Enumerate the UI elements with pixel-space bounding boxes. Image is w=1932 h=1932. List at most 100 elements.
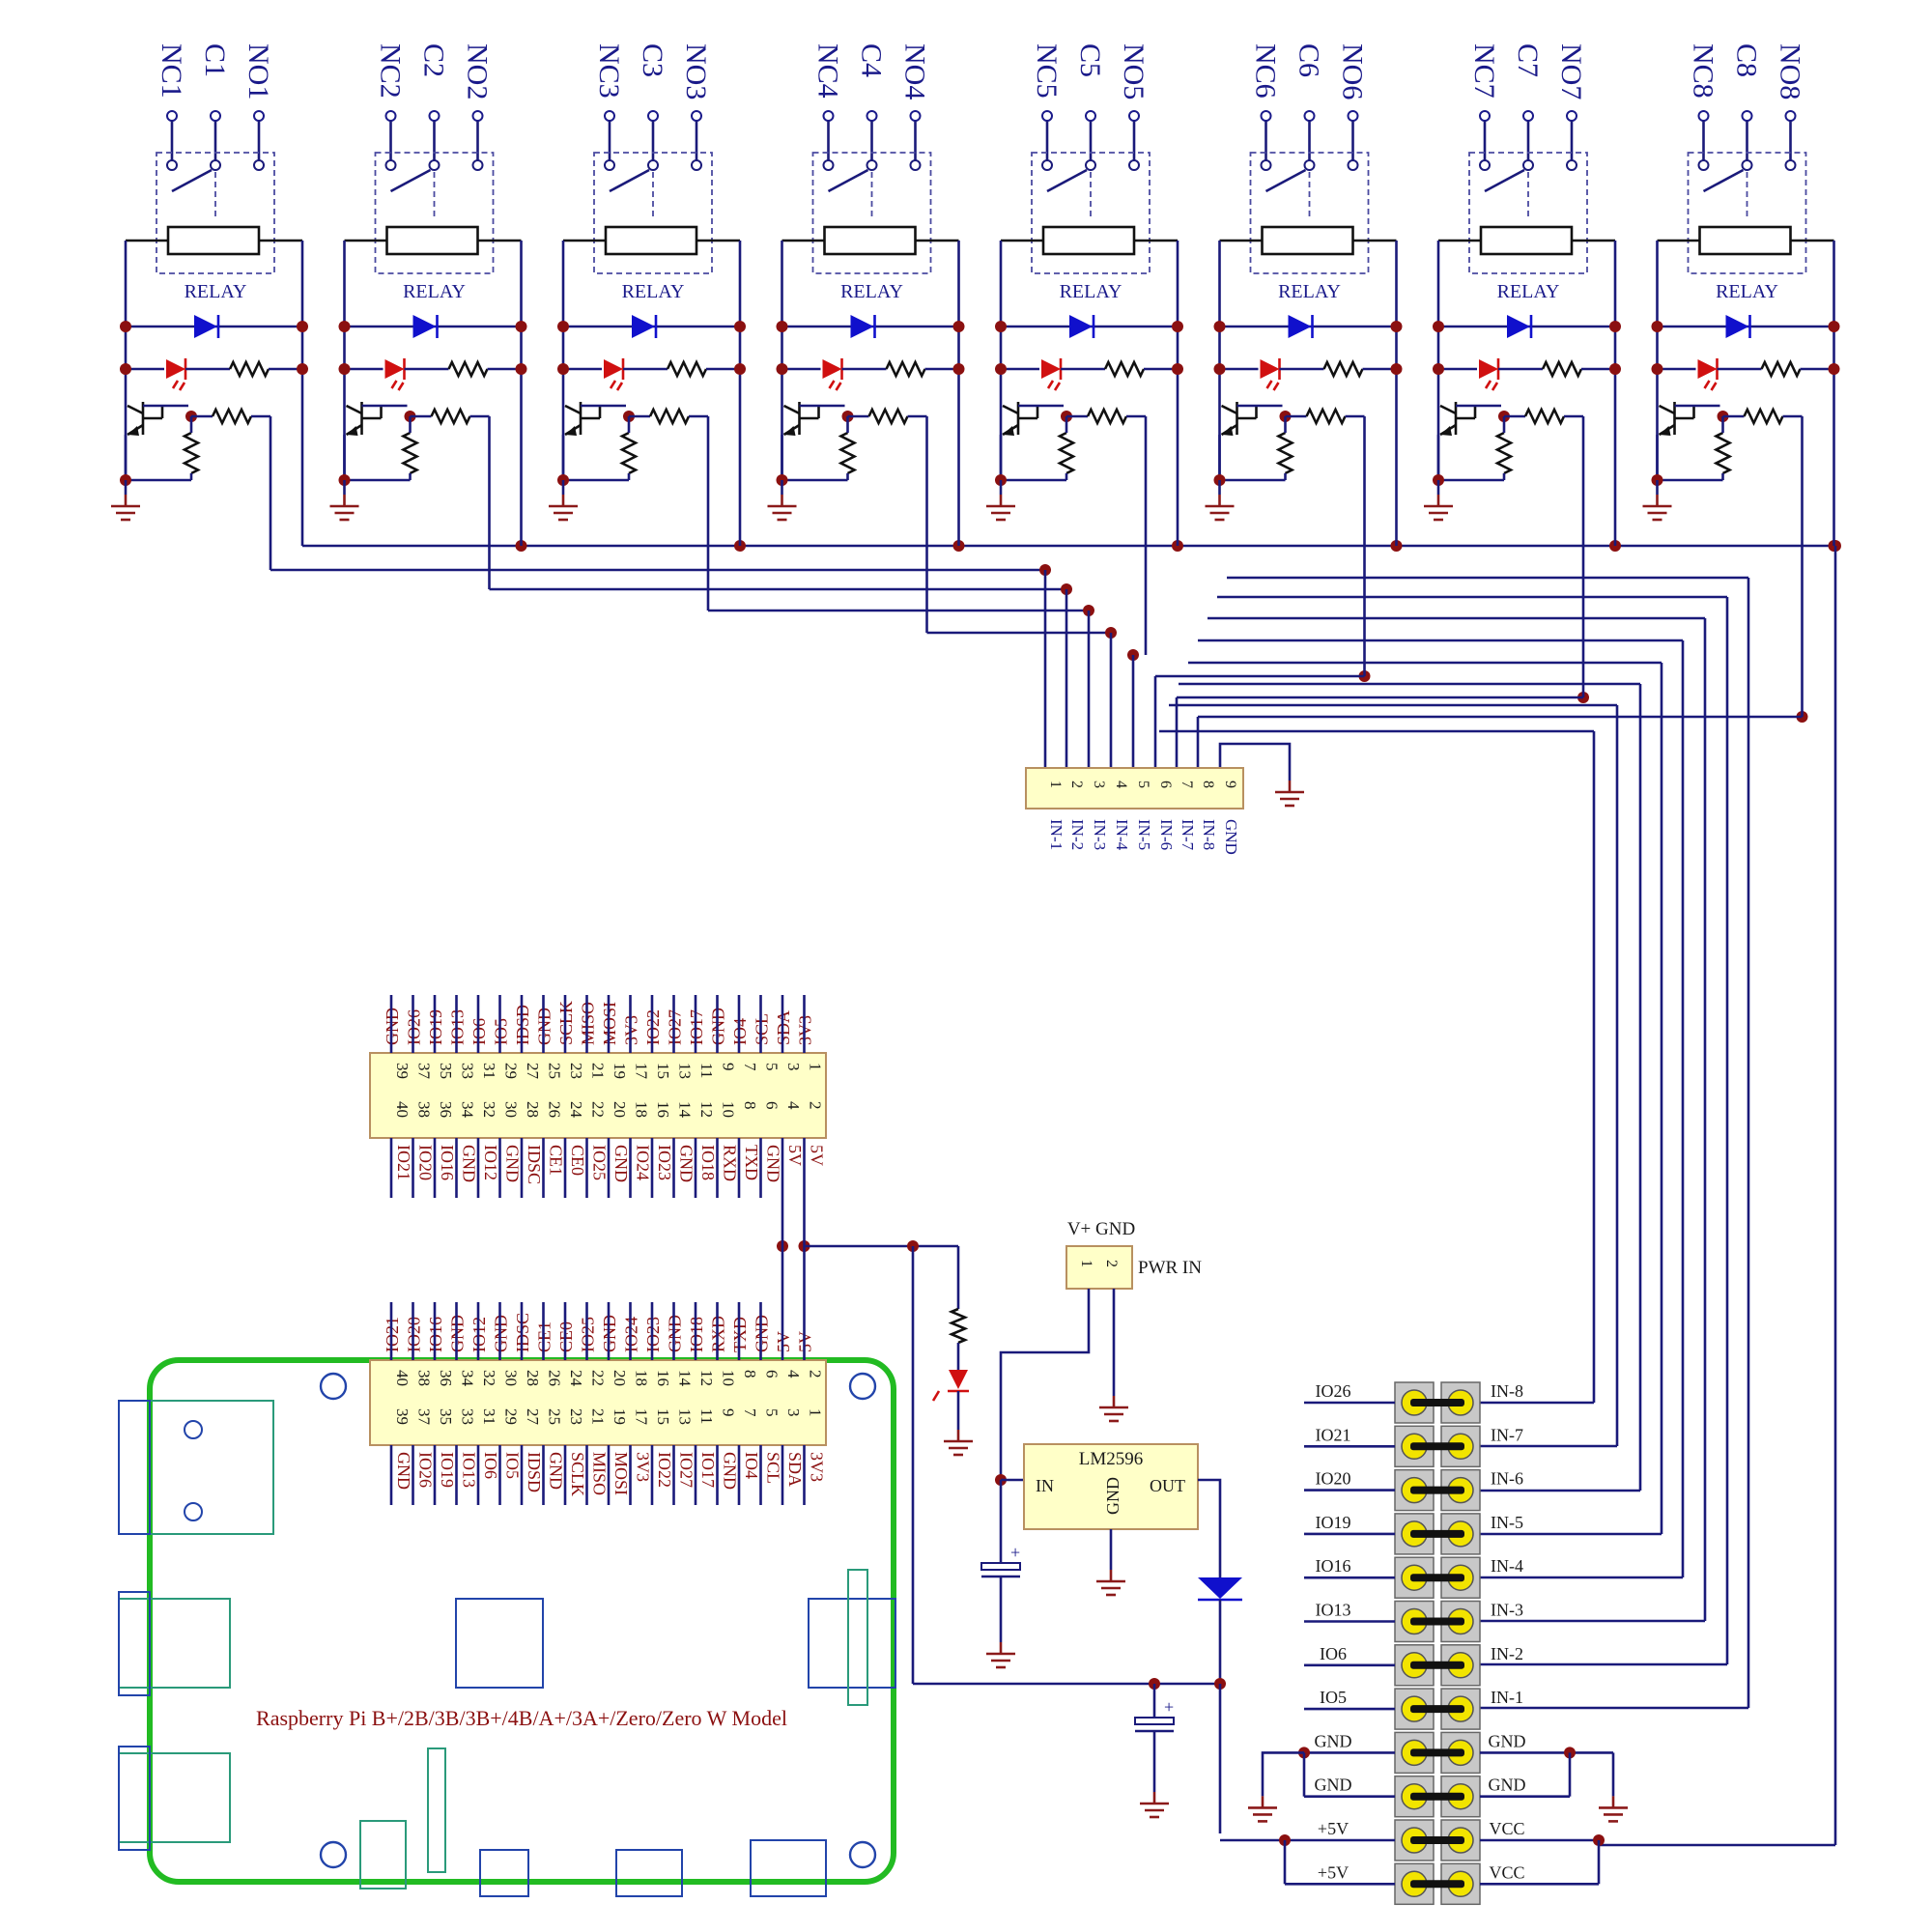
usb-port-side	[118, 1591, 151, 1696]
gpio-pin-number: 7	[741, 1063, 759, 1071]
junction-dot	[1651, 363, 1663, 375]
resistor-icon	[1322, 358, 1364, 380]
resistor-icon	[211, 406, 253, 427]
gpio-header-body	[369, 1052, 827, 1139]
resistor-icon	[885, 358, 926, 380]
led-ray	[1272, 382, 1280, 391]
contact-icon	[253, 159, 265, 171]
relay-no-label: NO7	[1555, 43, 1587, 99]
capacitor-polarity: +	[1010, 1543, 1020, 1562]
junction-dot	[776, 363, 788, 375]
jumper-left-label: GND	[1315, 1776, 1352, 1795]
resistor-icon	[1494, 431, 1514, 475]
input-pin-label: IN-7	[1179, 819, 1197, 851]
wires	[270, 540, 1841, 1847]
terminal-icon	[1128, 110, 1140, 122]
gpio-pin-number: 24	[567, 1370, 585, 1387]
resistor-icon	[1057, 431, 1076, 475]
input-pin-label: IN-8	[1200, 819, 1218, 850]
terminal-icon	[253, 110, 265, 122]
gpio-pin-number: 15	[654, 1408, 672, 1425]
gpio-pin-number: 17	[633, 1063, 651, 1080]
input-header-body	[1025, 767, 1244, 810]
hdmi-port	[479, 1849, 529, 1897]
gpio-pin-number: 27	[524, 1063, 542, 1080]
gpio-label: 3V3	[634, 1452, 653, 1482]
regulator-pin-gnd: GND	[1103, 1477, 1122, 1515]
terminal-icon	[691, 110, 702, 122]
power-in-top-label: V+ GND	[1067, 1219, 1135, 1239]
led-ray	[609, 380, 617, 389]
led-ray	[1710, 382, 1718, 391]
gpio-label: GND	[721, 1452, 740, 1490]
led-ray	[390, 380, 398, 389]
gpio-pin-number: 9	[720, 1063, 738, 1071]
relay-label: RELAY	[1716, 281, 1778, 302]
gpio-label: IO18	[698, 1145, 718, 1180]
relay-no-label: NO5	[1118, 43, 1150, 99]
led-icon	[166, 359, 185, 379]
gpio-pin-number: 18	[633, 1370, 651, 1386]
gpio-label: IO27	[677, 1452, 696, 1488]
junction-dot	[952, 321, 965, 332]
ground-icon	[1099, 1396, 1128, 1423]
relay-nc-label: NC5	[1031, 43, 1063, 99]
gpio-label: GND	[764, 1145, 783, 1182]
gpio-pin-number: 3	[784, 1063, 803, 1071]
gpio-pin-number: 27	[524, 1408, 542, 1426]
jumper-right-label: VCC	[1489, 1819, 1524, 1838]
regulator-pin-in: IN	[1036, 1476, 1054, 1495]
contact-icon	[471, 159, 484, 171]
terminal-icon	[166, 110, 178, 122]
transistor-arrow	[128, 426, 139, 436]
jumper-right-label: IN-4	[1491, 1556, 1523, 1576]
input-header: 1IN-12IN-23IN-34IN-45IN-56IN-67IN-78IN-8…	[1025, 767, 1244, 855]
transistor-collector	[1002, 404, 1019, 415]
ground-icon	[1140, 1792, 1169, 1819]
jumper-left-label: IO16	[1316, 1556, 1351, 1576]
gpio-pin-number: 28	[524, 1101, 542, 1118]
gpio-pin-number: 7	[741, 1408, 759, 1417]
input-pin-number: 3	[1091, 781, 1107, 788]
jumper-right-label: IN-2	[1491, 1644, 1523, 1663]
ethernet-port-side	[118, 1400, 151, 1535]
gpio-pin-number: 8	[741, 1370, 759, 1378]
gpio-pin-number: 37	[415, 1063, 434, 1080]
resistor-icon	[1305, 406, 1347, 427]
junction-dot	[557, 321, 569, 332]
contact-icon	[1479, 159, 1491, 171]
capacitor-plate	[980, 1562, 1021, 1571]
relay-label: RELAY	[1278, 281, 1341, 302]
relay-label: RELAY	[185, 281, 247, 302]
relay-label: RELAY	[622, 281, 685, 302]
gpio-pin-number: 14	[676, 1370, 695, 1387]
relay-label: RELAY	[1497, 281, 1560, 302]
led-ray	[178, 382, 186, 391]
gpio-label: IO23	[655, 1145, 674, 1180]
contact-icon	[210, 159, 221, 171]
transistor-collector	[1220, 404, 1238, 415]
gpio-pin-number: 34	[459, 1101, 477, 1119]
junction-dot	[1828, 363, 1840, 375]
junction-dot	[776, 321, 788, 332]
led-ray	[1703, 380, 1711, 389]
usb-c-port	[615, 1849, 683, 1897]
capacitor-plate	[1134, 1717, 1175, 1725]
gpio-label: IO21	[394, 1145, 413, 1180]
contact-icon	[1260, 159, 1272, 171]
junction-dot	[1609, 363, 1621, 375]
switch-blade	[609, 168, 650, 193]
junction-dot	[1172, 363, 1183, 375]
jumper-left-label: +5V	[1318, 1819, 1349, 1838]
gpio-pin-number: 21	[589, 1408, 608, 1425]
input-pin-number: 1	[1047, 781, 1064, 788]
gpio-pin-number: 38	[415, 1370, 434, 1386]
relay-nc-label: NC8	[1688, 43, 1719, 99]
switch-blade	[1484, 168, 1525, 193]
gpio-pin-number: 25	[546, 1063, 564, 1079]
